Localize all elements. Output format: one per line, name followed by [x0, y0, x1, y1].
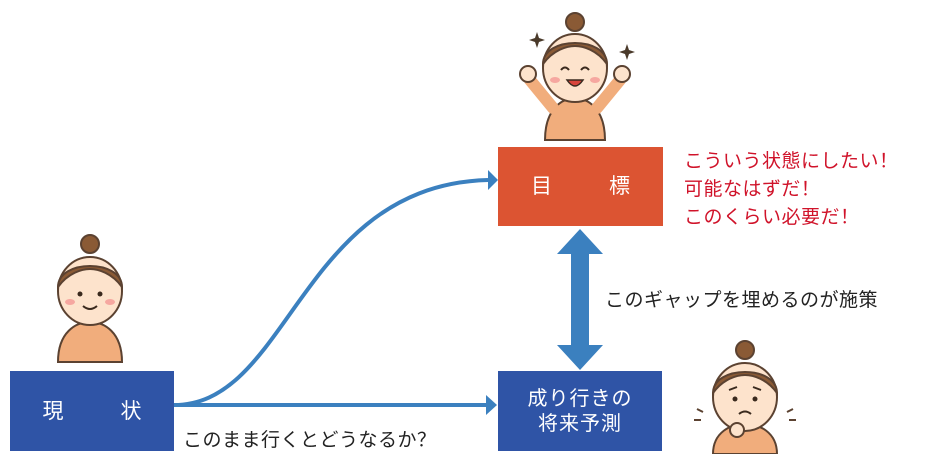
goal-box: 目 標	[498, 147, 663, 226]
curve-arrow-to-goal	[173, 178, 489, 407]
goal-note-line: 可能なはずだ！	[684, 178, 821, 200]
curve-arrowhead	[488, 170, 498, 190]
neutral-woman-figure	[56, 234, 124, 363]
goal-box-label: 目 標	[531, 174, 648, 199]
sparkle-icon	[619, 44, 635, 60]
path-label: このまま行くとどうなるか？	[183, 429, 437, 451]
gap-double-arrow	[557, 229, 603, 370]
goal-notes: こういう状態にしたい！ 可能なはずだ！ このくらい必要だ！	[684, 147, 899, 231]
happy-woman-figure	[519, 12, 635, 141]
straight-arrowhead	[486, 395, 497, 415]
worried-woman-figure	[694, 340, 796, 454]
gap-label: このギャップを埋めるのが施策	[605, 289, 879, 311]
goal-note-line: こういう状態にしたい！	[684, 150, 899, 172]
sparkle-icon	[529, 32, 545, 48]
forecast-label-line1: 成り行きの	[527, 386, 633, 410]
forecast-box: 成り行きの 将来予測	[498, 371, 662, 451]
current-state-box: 現 状	[10, 371, 174, 451]
current-state-label: 現 状	[42, 398, 160, 423]
forecast-label-line2: 将来予測	[538, 411, 622, 435]
goal-note-line: このくらい必要だ！	[684, 206, 860, 228]
